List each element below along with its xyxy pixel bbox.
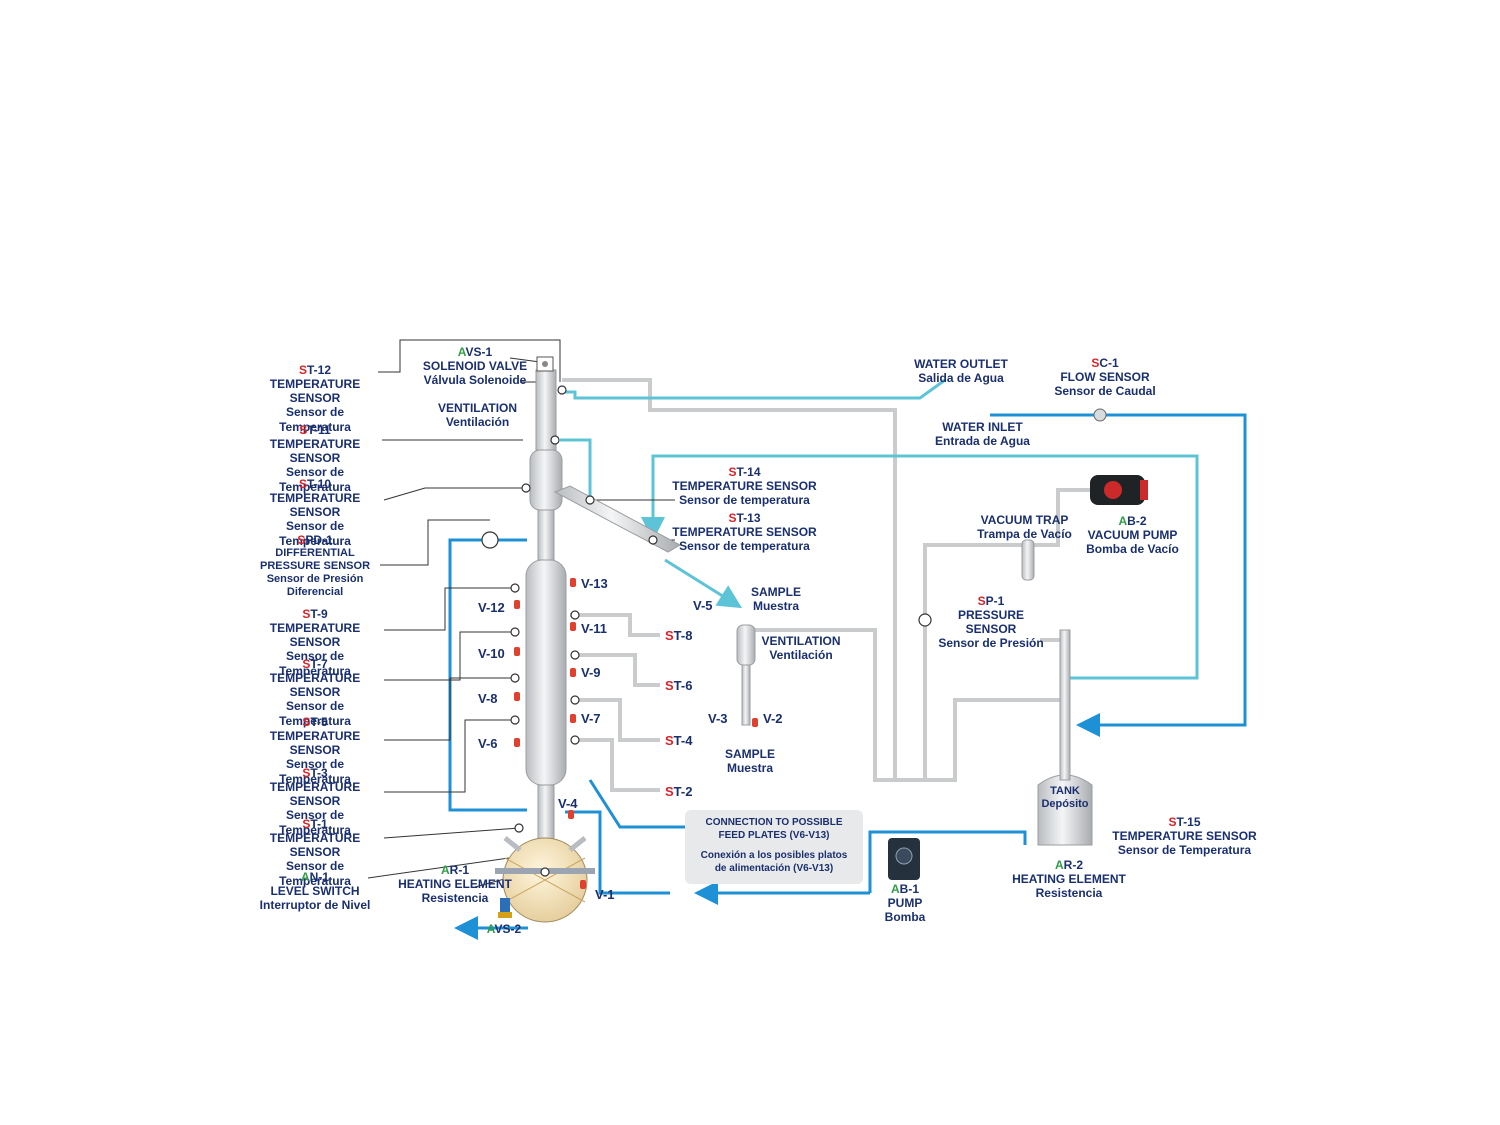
an-1-label: AN-1 LEVEL SWITCH Interruptor de Nivel [259,870,371,913]
sensor-probes [481,385,932,877]
v-9-label: V-9 [581,665,601,680]
st-12-label: ST-12 TEMPERATURE SENSOR Sensor de Tempe… [269,363,361,434]
feed-pump [888,838,920,880]
st-8-tag: ST-8 [665,628,693,643]
st-7-label: ST-7 TEMPERATURE SENSOR Sensor de Temper… [269,657,361,728]
v-13-label: V-13 [581,576,608,591]
vacuum-pump [1090,475,1148,505]
st-6-tag: ST-6 [665,678,693,693]
st-15-label: ST-15 TEMPERATURE SENSOR Sensor de Tempe… [1112,815,1257,858]
avs-2-label: AVS-2 [486,922,522,936]
solenoid-valve-2 [498,898,512,918]
sample-collector [736,624,756,726]
sp-1-label: SP-1 PRESSURE SENSOR Sensor de Presión [938,594,1044,651]
st-4-tag: ST-4 [665,733,693,748]
ar-2-label: AR-2 HEATING ELEMENT Resistencia [1012,858,1126,901]
ar-1-label: AR-1 HEATING ELEMENT Resistencia [398,863,512,906]
v-1-label: V-1 [595,887,615,902]
distillation-column [525,356,567,846]
st-2-tag: ST-2 [665,784,693,799]
v-11-label: V-11 [581,621,608,636]
sample-label-2: SAMPLE Muestra [724,747,775,776]
v-6-label: V-6 [478,736,498,751]
v-4-label: V-4 [558,796,578,811]
ventilation-label-2: VENTILATION Ventilación [761,634,841,663]
avs-1-label: AVS-1 SOLENOID VALVE Válvula Solenoide [422,345,528,388]
sample-label-1: SAMPLE Muestra [750,585,801,614]
leader-lines [367,339,675,888]
spd-1-label: SPD-1 DIFFERENTIAL PRESSURE SENSOR Senso… [259,533,371,599]
valve-handles [514,578,758,889]
condenser-lines [560,378,1199,680]
flow-sensor [1093,408,1107,422]
sc-1-label: SC-1 FLOW SENSOR Sensor de Caudal [1054,356,1156,399]
water-outlet-label: WATER OUTLET Salida de Agua [914,357,1008,386]
vacuum-trap-label: VACUUM TRAP Trampa de Vacío [977,513,1072,542]
water-inlet-label: WATER INLET Entrada de Agua [935,420,1030,449]
st-13-label: ST-13 TEMPERATURE SENSOR Sensor de tempe… [672,511,817,554]
v-12-label: V-12 [478,600,505,615]
v-3-label: V-3 [708,711,728,726]
tank [1037,629,1093,846]
st-3-label: ST-3 TEMPERATURE SENSOR Sensor de Temper… [269,766,361,837]
ab-2-label: AB-2 VACUUM PUMP Bomba de Vacío [1086,514,1179,557]
side-condenser [553,485,682,553]
feed-connection-note: CONNECTION TO POSSIBLE FEED PLATES (V6-V… [685,810,863,884]
v-7-label: V-7 [581,711,601,726]
v-2-label: V-2 [763,711,783,726]
ab-1-label: AB-1 PUMP Bomba [884,882,926,925]
vacuum-trap [1021,539,1035,581]
st-1-label: ST-1 TEMPERATURE SENSOR Sensor de Temper… [269,817,361,888]
st-11-label: ST-11 TEMPERATURE SENSOR Sensor de Tempe… [269,423,361,494]
st-10-label: ST-10 TEMPERATURE SENSOR Sensor de Tempe… [269,477,361,548]
v-8-label: V-8 [478,691,498,706]
vacuum-lines [562,378,1090,792]
v-10-label: V-10 [478,646,505,661]
ventilation-top-label: VENTILATION Ventilación [437,401,518,430]
tank-label: TANK Depósito [1041,785,1089,810]
v-5-label: V-5 [693,598,713,613]
st-5-label: ST-5 TEMPERATURE SENSOR Sensor de Temper… [269,715,361,786]
st-14-label: ST-14 TEMPERATURE SENSOR Sensor de tempe… [672,465,817,508]
st-9-label: ST-9 TEMPERATURE SENSOR Sensor de Temper… [269,607,361,678]
